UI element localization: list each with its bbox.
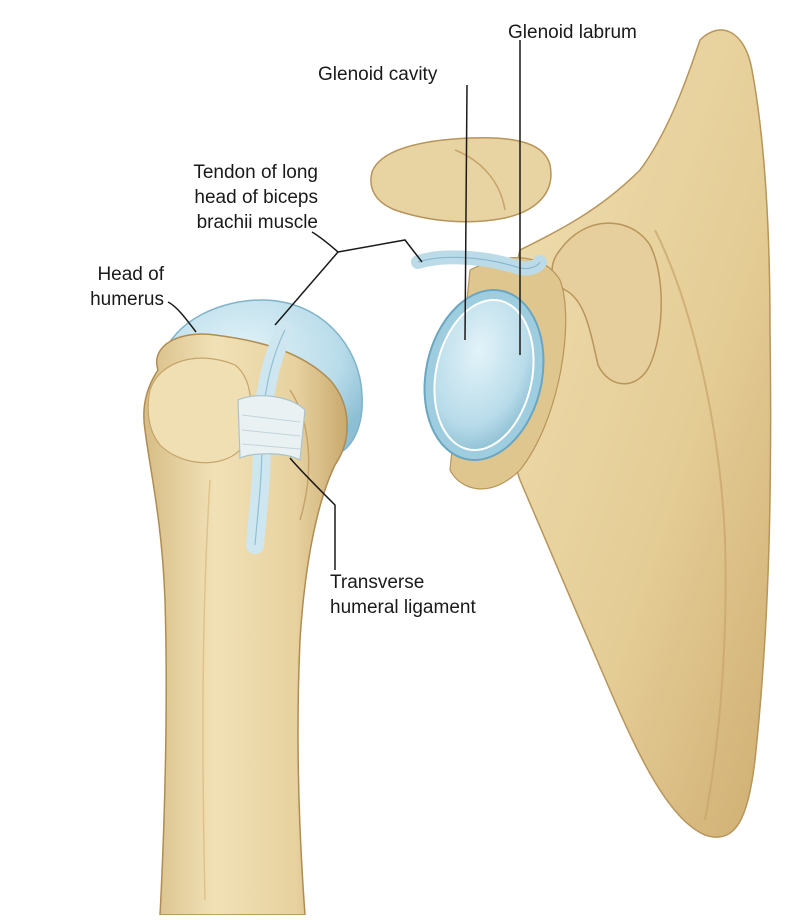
- label-biceps-tendon: Tendon of long head of biceps brachii mu…: [140, 160, 318, 235]
- scapula-ridge: [654, 229, 727, 821]
- leader-lines: [167, 40, 521, 570]
- glenoid-cavity: [433, 298, 535, 452]
- label-transverse-ligament: Transverse humeral ligament: [330, 570, 476, 620]
- label-line: humerus: [90, 289, 164, 310]
- label-line: Glenoid labrum: [508, 22, 637, 43]
- label-line: Head of: [97, 264, 164, 285]
- acromion: [370, 136, 552, 223]
- coracoid-process: [551, 222, 662, 385]
- leader-glenoid-cavity: [464, 84, 468, 341]
- label-line: head of biceps: [194, 187, 318, 208]
- label-line: Tendon of long: [193, 162, 318, 183]
- greater-tubercle: [147, 357, 252, 464]
- label-line: Transverse: [330, 572, 425, 593]
- label-head-of-humerus: Head of humerus: [60, 262, 164, 312]
- label-glenoid-cavity: Glenoid cavity: [318, 62, 437, 87]
- label-line: brachii muscle: [196, 212, 318, 233]
- leader-transverse-ligament: [289, 457, 336, 570]
- label-glenoid-labrum: Glenoid labrum: [508, 20, 637, 45]
- transverse-ligament: [237, 395, 306, 461]
- label-line: Glenoid cavity: [318, 64, 438, 85]
- leader-head-of-humerus: [167, 301, 197, 333]
- label-line: humeral ligament: [330, 597, 476, 618]
- humerus: [143, 333, 348, 916]
- scapula: [506, 29, 772, 838]
- leader-biceps-tendon: [274, 231, 423, 326]
